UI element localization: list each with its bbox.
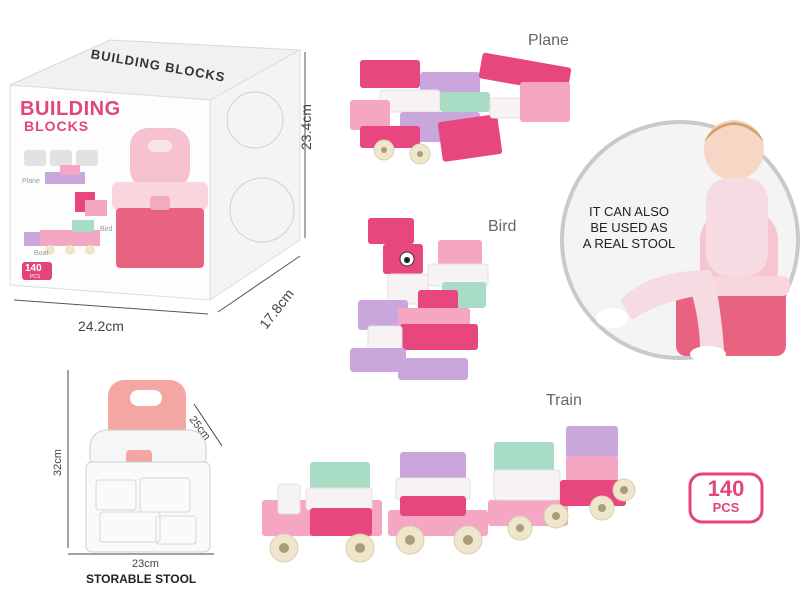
box-plane-thumb [60,165,80,175]
plane-label: Plane [528,32,569,49]
box-badge-number: 140 [25,263,42,274]
box-side [209,49,301,301]
box-train-wheel [45,245,55,255]
child-sock [596,308,628,328]
bird-model [350,218,489,380]
box-train-wheel [65,245,75,255]
box-badge [22,262,52,280]
stool-caption: STORABLE STOOL [86,572,197,586]
box-stool-latch [150,196,170,210]
box-train-thumb [72,220,94,232]
box-feature-icon [50,150,72,166]
box-title-line1: BUILDING [20,98,121,120]
stool-inner-block [95,479,137,511]
box-side-circle [226,91,284,149]
pcs-badge-number: 140 [707,476,745,501]
box-train-thumb [40,230,100,246]
box-bird-thumb [85,200,107,216]
pcs-badge-unit: PCS [712,500,740,515]
child-leg [690,286,724,350]
box-boat-thumb [24,232,44,246]
stool-body [85,461,211,553]
stool-lid [89,429,207,463]
stool-inner-block [139,477,191,513]
box-caption-bird: Bird [100,226,113,233]
stool-handle [130,390,162,406]
box-stool-back [130,128,190,188]
storable-stool [67,370,223,555]
box-side-circle [229,177,295,243]
box-depth-line [217,255,301,313]
plane-model [350,52,572,165]
stool-back [108,380,186,444]
stool-inner-block [99,511,161,543]
child-hair [704,122,764,142]
callout-line3: A REAL STOOL [582,236,676,251]
child-leg [620,270,720,320]
callout-text: IT CAN ALSO BE USED AS A REAL STOOL [574,204,684,252]
box-caption-boat: Boat [34,250,49,257]
box-train-wheel [85,245,95,255]
box-stool-handle [148,140,172,152]
box-stool-body [116,208,204,268]
bird-label: Bird [488,218,517,235]
child-callout [560,120,800,362]
stool-depth-line [193,403,223,447]
box-height-label: 23.4cm [298,104,314,150]
box-caption-plane: Plane [22,178,40,185]
callout-line1: IT CAN ALSO [589,204,669,219]
child-sock [690,346,726,362]
stool-width-label: 23cm [132,558,159,570]
train-label: Train [546,392,582,409]
child-head [704,120,764,180]
callout-line2: BE USED AS [590,220,668,235]
box-badge-unit: PCS [30,274,41,280]
stool-height-label: 32cm [52,449,64,476]
child-body [706,178,768,276]
box-title-line2: BLOCKS [24,118,90,134]
box-feature-icon [24,150,46,166]
train-model [262,426,636,563]
pcs-badge-frame [688,472,764,524]
box-width-line [13,299,209,315]
box-feature-icon [76,150,98,166]
box-width-label: 24.2cm [78,318,124,334]
stool-inner-block [155,515,197,545]
